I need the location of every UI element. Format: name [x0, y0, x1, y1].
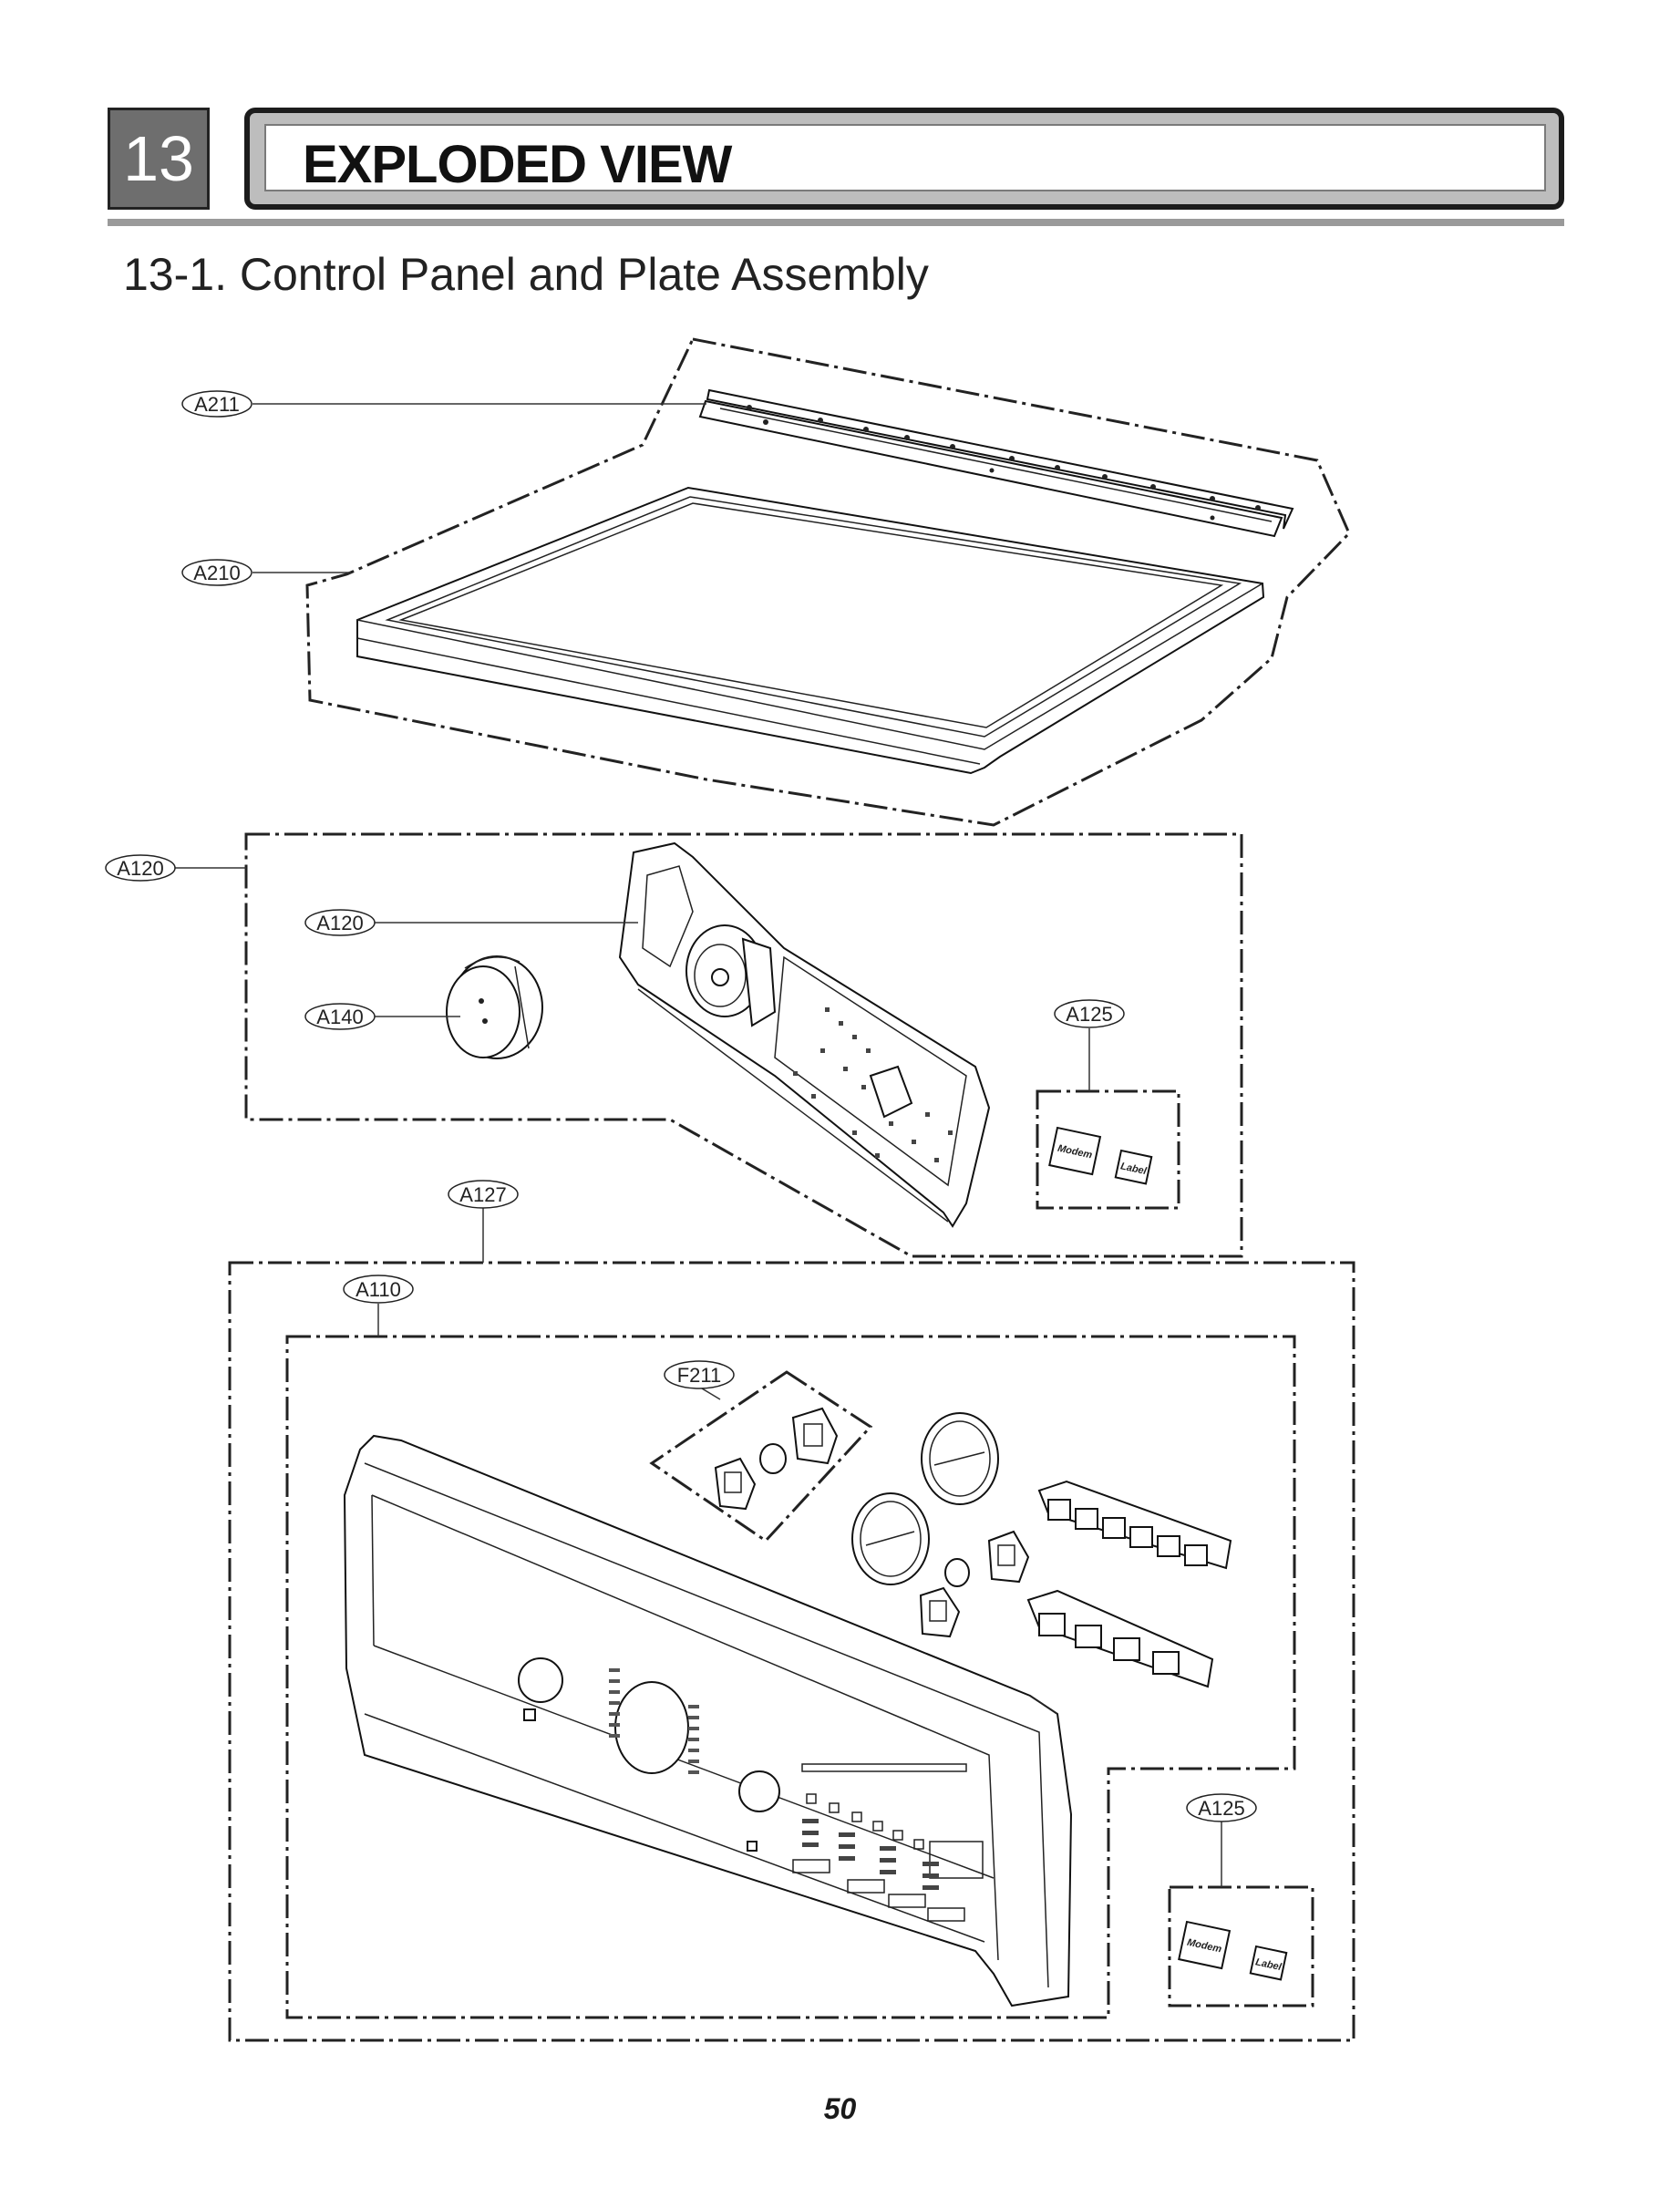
callout-a127: A127 — [448, 1180, 519, 1209]
callout-a127-text: A127 — [459, 1183, 506, 1206]
callout-a210: A210 — [181, 559, 253, 586]
top-bracket-part — [698, 388, 1294, 538]
callout-a125-upper-text: A125 — [1066, 1003, 1112, 1026]
key-strip-lower — [1026, 1589, 1214, 1688]
upper-modem-sticker: Modem — [1048, 1126, 1102, 1176]
callout-a125-lower-text: A125 — [1198, 1797, 1244, 1820]
callout-a125-lower: A125 — [1186, 1793, 1257, 1822]
callout-a210-text: A210 — [193, 562, 240, 584]
callout-a110: A110 — [343, 1275, 414, 1304]
upper-label-sticker: Label — [1114, 1149, 1153, 1185]
control-panel-part — [343, 1434, 1073, 2007]
knob-part — [446, 955, 543, 1059]
top-plate-group-outline — [305, 337, 1351, 827]
top-plate-part — [356, 486, 1265, 775]
lower-label-sticker: Label — [1249, 1945, 1288, 1981]
middle-group-outline — [244, 832, 1243, 1258]
bottom-outer-outline — [228, 1261, 1355, 2042]
lower-modem-sticker: Modem — [1178, 1920, 1232, 1970]
callout-f211: F211 — [664, 1360, 735, 1389]
section-title: 13-1. Control Panel and Plate Assembly — [123, 249, 929, 300]
lower-label-box — [1168, 1885, 1314, 2007]
page-number: 50 — [823, 2092, 857, 2125]
f211-button-parts — [714, 1407, 839, 1511]
callout-a125-upper: A125 — [1054, 999, 1125, 1028]
callout-a211: A211 — [181, 390, 253, 418]
header-rule — [108, 219, 1564, 226]
callout-a140-text: A140 — [316, 1006, 363, 1028]
key-strip-upper — [1037, 1480, 1232, 1570]
callout-a120-group: A120 — [105, 854, 176, 882]
callout-f211-text: F211 — [677, 1364, 722, 1387]
chapter-badge: 13 — [108, 108, 210, 210]
pcb-assembly-part — [618, 841, 991, 1228]
callout-a211-text: A211 — [194, 393, 240, 416]
callout-a120-group-text: A120 — [117, 857, 163, 880]
chapter-number: 13 — [123, 123, 194, 194]
ring-parts — [851, 1412, 1030, 1638]
chapter-banner: EXPLODED VIEW — [244, 108, 1564, 210]
chapter-banner-inner: EXPLODED VIEW — [264, 124, 1546, 194]
bottom-inner-outline — [285, 1335, 1296, 2019]
callout-a120-part: A120 — [304, 909, 376, 936]
callout-a110-text: A110 — [356, 1278, 401, 1301]
chapter-title: EXPLODED VIEW — [303, 135, 732, 194]
callout-a120-part-text: A120 — [316, 912, 363, 934]
callout-a140: A140 — [304, 1003, 376, 1030]
upper-label-box — [1036, 1089, 1180, 1210]
